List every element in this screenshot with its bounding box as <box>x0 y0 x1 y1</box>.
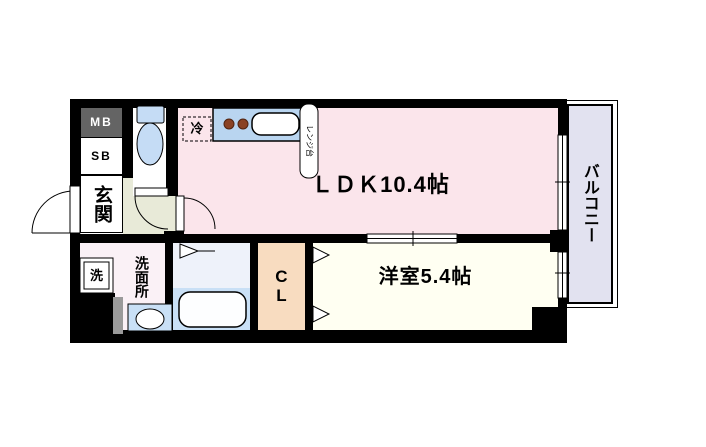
washroom-gray-bar <box>113 297 123 334</box>
room-closet <box>258 242 305 330</box>
wall-left-lower <box>70 233 80 343</box>
bathroom-door-icon <box>179 243 215 259</box>
bathtub-icon <box>178 291 247 328</box>
shoe-box <box>80 137 123 175</box>
wall-toilet-right <box>166 108 178 196</box>
wall-washroom-bath <box>165 243 173 330</box>
burner-icon <box>223 118 235 130</box>
ldk-door <box>175 195 216 232</box>
toilet-tank-icon <box>136 105 165 124</box>
shoe-box-label: SB <box>91 148 112 163</box>
window-ldk-west <box>366 231 458 246</box>
range-stand-label: レンジ台 <box>305 125 315 157</box>
entrance-door <box>31 185 81 234</box>
ldk-label: ＬＤＫ10.4帖 <box>311 172 450 198</box>
sink-icon <box>251 112 300 136</box>
refrigerator-box <box>182 116 212 142</box>
refrigerator-label: 冷 <box>190 121 204 137</box>
window-ldk-balcony <box>555 134 570 231</box>
wall-divider-right <box>457 234 567 243</box>
wall-mb-toilet <box>123 108 133 178</box>
toilet-bowl-icon <box>136 122 164 166</box>
closet-label: CL <box>271 267 291 305</box>
room-western <box>313 242 558 330</box>
range-stand <box>299 103 319 179</box>
room-balcony <box>567 104 613 304</box>
wall-bl-mass <box>70 293 115 343</box>
closet-door-icon <box>312 246 331 323</box>
wall-bottom <box>70 330 567 343</box>
meter-box-label: MB <box>90 114 113 129</box>
wall-top <box>70 99 567 108</box>
balcony-label: バルコニー <box>580 163 598 243</box>
western-room-label: 洋室5.4帖 <box>378 265 473 288</box>
wall-divider-left <box>70 234 367 243</box>
washbasin-icon <box>135 308 165 330</box>
washroom-label: 洗面所 <box>133 256 150 298</box>
wall-left-upper <box>70 99 80 186</box>
entrance-label: 玄関 <box>90 185 112 223</box>
entrance-area <box>80 175 123 233</box>
toilet-door <box>134 187 169 230</box>
washer-label: 洗 <box>89 267 103 283</box>
wall-right-mid-pillar <box>550 230 567 252</box>
burner-icon <box>237 118 249 130</box>
window-western-balcony <box>555 251 570 299</box>
wall-bath-closet <box>250 243 258 330</box>
wall-right-top-pillar <box>558 99 567 135</box>
wall-corner-chunk <box>532 307 567 343</box>
wall-closet-western <box>305 242 313 330</box>
washer-box-inner <box>83 261 110 290</box>
